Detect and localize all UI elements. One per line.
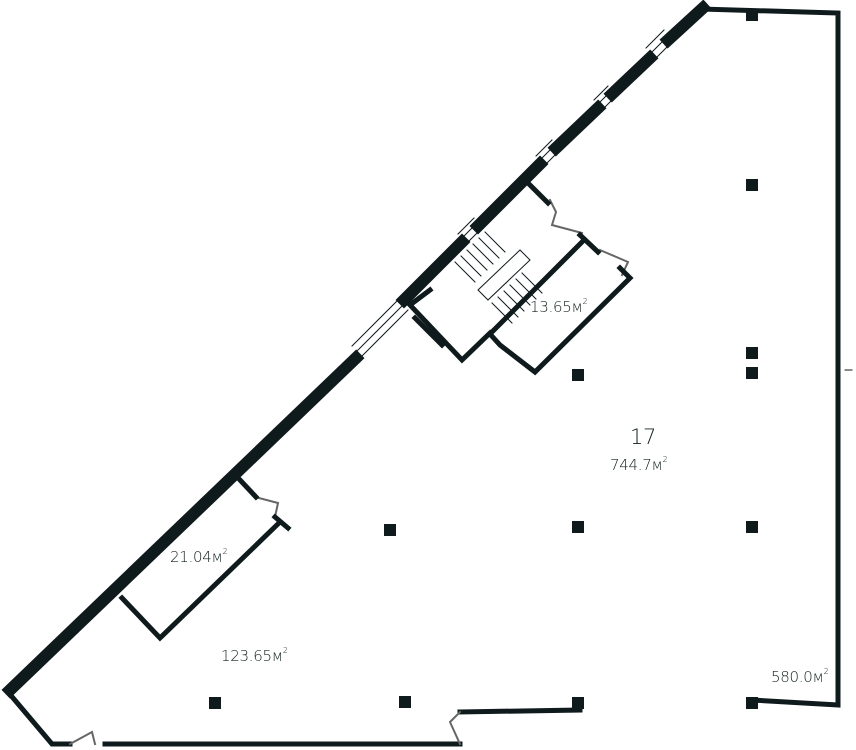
column bbox=[746, 347, 758, 359]
stair-core-walls bbox=[406, 181, 634, 376]
column bbox=[572, 369, 584, 381]
column bbox=[572, 521, 584, 533]
column bbox=[384, 524, 396, 536]
doors bbox=[68, 198, 630, 746]
stair-step bbox=[497, 296, 519, 318]
exterior-walls bbox=[4, 6, 853, 747]
stair-step bbox=[454, 261, 476, 283]
column bbox=[572, 697, 584, 709]
column bbox=[399, 696, 411, 708]
column bbox=[209, 697, 221, 709]
stair-step bbox=[509, 284, 531, 306]
room-area-left: 123.65м2 bbox=[221, 646, 288, 665]
room-area-small: 21.04м2 bbox=[170, 547, 228, 566]
unit-total-area: 744.7м2 bbox=[610, 455, 668, 474]
exterior-diagonal-wall bbox=[1, 0, 712, 699]
stair-step bbox=[521, 272, 543, 294]
stair-step bbox=[466, 249, 488, 271]
windows bbox=[351, 29, 673, 359]
stair-step bbox=[515, 278, 537, 300]
unit-number: 17 bbox=[630, 425, 657, 449]
room-area-right: 580.0м2 bbox=[771, 667, 829, 686]
column bbox=[746, 521, 758, 533]
stair-step bbox=[472, 243, 494, 265]
column bbox=[746, 9, 758, 21]
columns bbox=[209, 9, 758, 709]
room-21-walls bbox=[118, 476, 292, 642]
stair-step bbox=[484, 231, 506, 253]
stairs bbox=[454, 231, 543, 324]
room-area-stair: 13.65м2 bbox=[530, 297, 588, 316]
stair-step bbox=[503, 290, 525, 312]
stair-step bbox=[460, 255, 482, 277]
column bbox=[746, 367, 758, 379]
stair-step bbox=[478, 237, 500, 259]
stair-step bbox=[491, 302, 513, 324]
column bbox=[746, 179, 758, 191]
column bbox=[746, 697, 758, 709]
